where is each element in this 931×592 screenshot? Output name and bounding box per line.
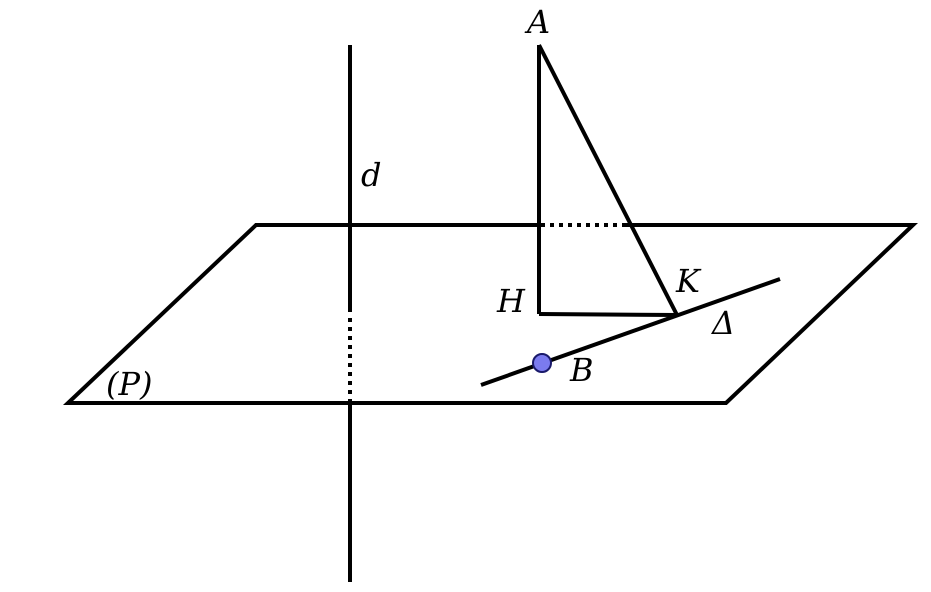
label-b: B [569, 351, 594, 389]
label-plane-p: (P) [106, 365, 153, 403]
plane-p [62, 223, 919, 405]
label-a: A [524, 3, 550, 41]
point-b-marker [532, 353, 552, 373]
label-d: d [361, 156, 381, 194]
label-k: K [675, 262, 702, 300]
segment-hk [538, 312, 678, 317]
label-delta: Δ [710, 304, 735, 342]
label-h: H [496, 282, 526, 320]
line-delta [480, 277, 781, 387]
segment-ak [537, 44, 679, 316]
